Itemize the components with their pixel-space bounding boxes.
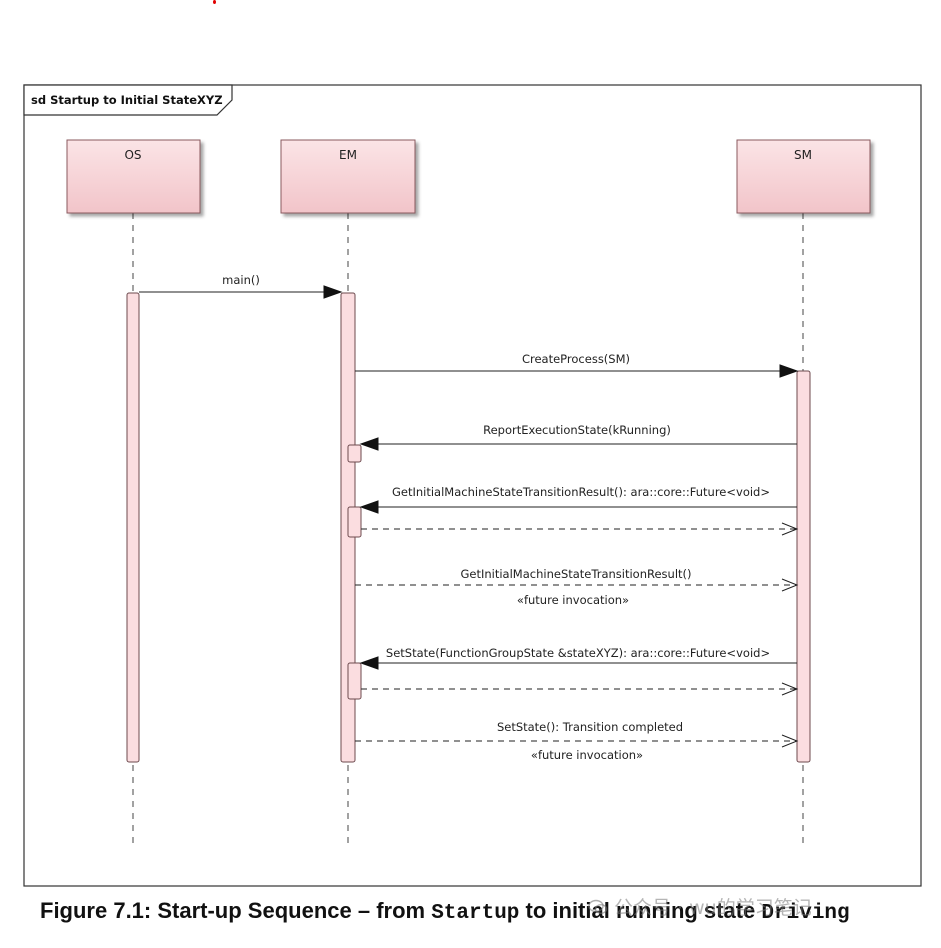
- sm-activation: [796, 370, 811, 763]
- caption-prefix: Figure 7.1: Start-up Sequence – from: [40, 898, 432, 923]
- os-lifeline-label: OS: [124, 148, 141, 162]
- caption-code-startup: Startup: [431, 902, 520, 925]
- message-setstate-done-label: SetState(): Transition completed: [497, 720, 683, 734]
- message-setstate-ret: [361, 682, 799, 696]
- sequence-diagram: sd Startup to Initial StateXYZ OS EM SM ma…: [23, 84, 922, 887]
- message-getinit-label: GetInitialMachineStateTransitionResult()…: [392, 485, 770, 499]
- message-getinit-fut-open-arrowhead: [781, 578, 799, 592]
- message-getinit-fut: GetInitialMachineStateTransitionResult()…: [355, 567, 799, 607]
- message-main-label: main(): [222, 273, 260, 287]
- em-lifeline-label: EM: [339, 148, 357, 162]
- message-main-filled-arrowhead: [323, 285, 343, 299]
- message-getinit-ret-open-arrowhead: [781, 522, 799, 536]
- frame-title-tab: [23, 84, 233, 116]
- message-setstate: SetState(FunctionGroupState &stateXYZ): …: [359, 646, 797, 670]
- caption-middle: to initial running state: [519, 898, 762, 923]
- message-main: main(): [139, 273, 343, 299]
- message-report-label: ReportExecutionState(kRunning): [483, 423, 671, 437]
- message-setstate-label: SetState(FunctionGroupState &stateXYZ): …: [386, 646, 770, 660]
- watermark-text: 公众号 · wu的学习笔记: [614, 897, 812, 919]
- frame-border: [23, 84, 922, 887]
- em-nested-activation-setstate: [347, 662, 362, 700]
- message-report-filled-arrowhead: [359, 437, 379, 451]
- figure-caption: Figure 7.1: Start-up Sequence – from Sta…: [40, 898, 850, 925]
- os-activation: [126, 292, 140, 763]
- message-setstate-done: SetState(): Transition completed «future …: [355, 720, 799, 762]
- wechat-icon: [588, 899, 608, 914]
- message-getinit-fut-label: GetInitialMachineStateTransitionResult(): [460, 567, 691, 581]
- message-create-filled-arrowhead: [779, 364, 799, 378]
- message-getinit-ret: [361, 522, 799, 536]
- message-create-label: CreateProcess(SM): [522, 352, 630, 366]
- sm-lifeline-box: [736, 139, 871, 214]
- stray-red-dot: [213, 0, 216, 4]
- message-create: CreateProcess(SM): [355, 352, 799, 378]
- em-nested-activation-report: [347, 444, 362, 463]
- message-getinit-fut-stereotype: «future invocation»: [517, 593, 629, 607]
- em-nested-activation-getinit: [347, 506, 362, 538]
- sm-lifeline-label: SM: [794, 148, 812, 162]
- watermark: 公众号 · wu的学习笔记: [588, 893, 812, 920]
- caption-code-driving: Driving: [761, 902, 850, 925]
- em-lifeline-box: [280, 139, 416, 214]
- message-setstate-done-open-arrowhead: [781, 734, 799, 748]
- frame-title: sd Startup to Initial StateXYZ: [31, 93, 223, 107]
- os-lifeline-box: [66, 139, 201, 214]
- message-setstate-filled-arrowhead: [359, 656, 379, 670]
- message-setstate-ret-open-arrowhead: [781, 682, 799, 696]
- message-getinit: GetInitialMachineStateTransitionResult()…: [359, 485, 797, 514]
- message-setstate-done-stereotype: «future invocation»: [531, 748, 643, 762]
- message-report: ReportExecutionState(kRunning): [359, 423, 797, 451]
- message-getinit-filled-arrowhead: [359, 500, 379, 514]
